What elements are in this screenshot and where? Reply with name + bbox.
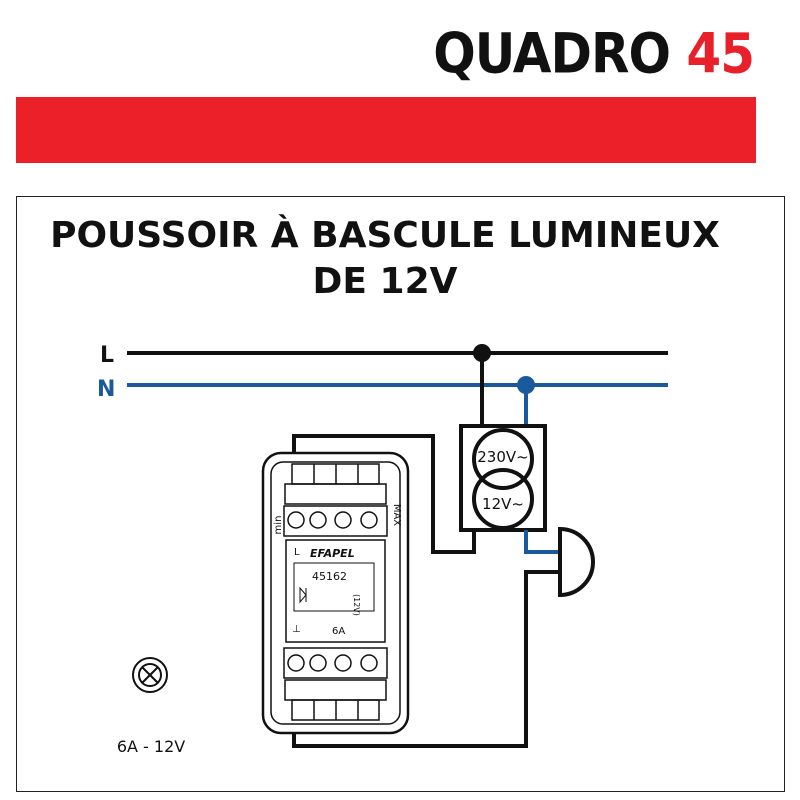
min-label: min [273, 516, 284, 535]
brand-number: 45 [686, 22, 755, 86]
device-voltage: (12V) [352, 594, 361, 616]
ground-icon: ⊥ [292, 624, 301, 635]
transformer: 230V~ 12V~ [459, 424, 547, 532]
terminal-screw-icon [360, 654, 378, 672]
transformer-primary-label: 230V~ [477, 448, 528, 466]
device-brand: EFAPEL [310, 547, 355, 560]
terminal-screw-icon [334, 511, 352, 529]
bell-symbol-icon [558, 526, 595, 598]
device-current: 6A [332, 626, 345, 637]
terminal-screw-icon [309, 511, 327, 529]
max-label: MAX [391, 504, 402, 526]
neutral-label: N [97, 377, 115, 402]
rating-label: 6A - 12V [117, 737, 185, 756]
transformer-secondary-label: 12V~ [482, 495, 524, 513]
switch-feed-wire [292, 434, 476, 554]
phase-label: L [100, 343, 114, 368]
device-model: 45162 [312, 570, 347, 583]
diagram-frame [16, 196, 785, 792]
brand-name: QUADRO [433, 22, 671, 86]
lamp-neutral-wire [524, 530, 560, 554]
terminal-screw-icon [309, 654, 327, 672]
brand-logo: QUADRO 45 [433, 22, 755, 86]
terminal-screw-icon [287, 511, 305, 529]
terminal-screw-icon [360, 511, 378, 529]
lamp-symbol-icon [132, 657, 168, 693]
diagram-title: POUSSOIR À BASCULE LUMINEUX DE 12V [0, 213, 770, 305]
terminal-screw-icon [287, 654, 305, 672]
brand-banner [16, 97, 756, 163]
title-line-1: POUSSOIR À BASCULE LUMINEUX [50, 215, 720, 256]
title-line-2: DE 12V [312, 261, 458, 302]
terminal-screw-icon [334, 654, 352, 672]
switch-device: min MAX L EFAPEL 45162 (12V) ⊥ 6A [261, 451, 410, 735]
terminal-label: L [294, 547, 300, 558]
diode-icon [299, 586, 307, 604]
